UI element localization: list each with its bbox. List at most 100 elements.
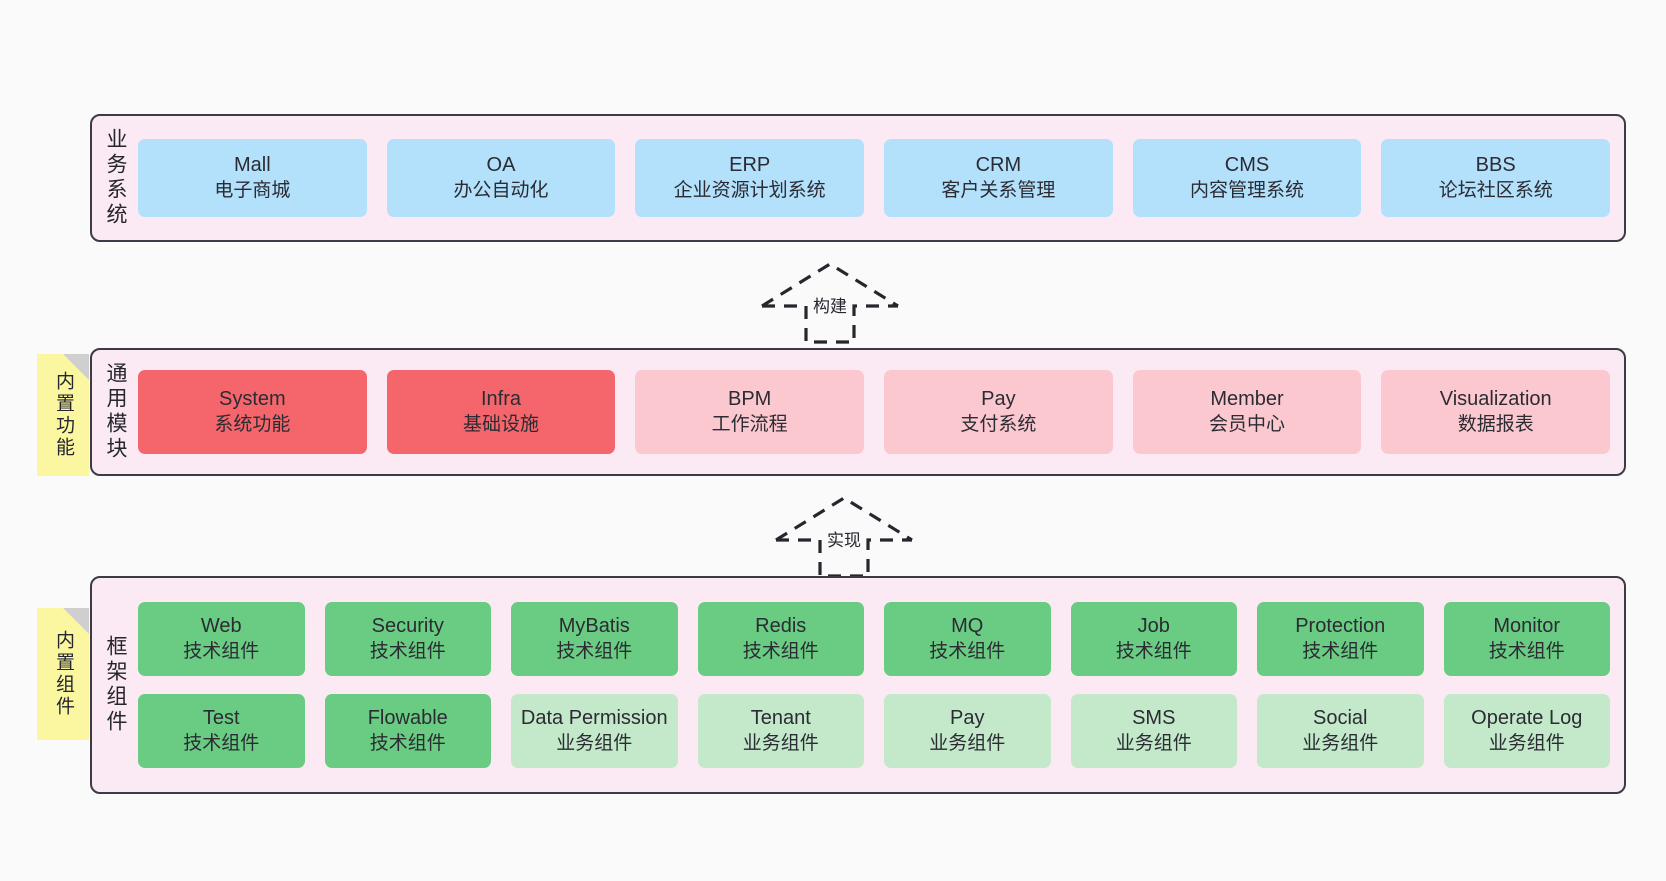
card-sms-title: SMS — [1132, 707, 1176, 730]
card-monitor[interactable]: Monitor 技术组件 — [1443, 602, 1610, 676]
card-crm-title: CRM — [975, 154, 1022, 177]
card-erp[interactable]: ERP 企业资源计划系统 — [635, 139, 865, 217]
card-social-title: Social — [1313, 707, 1368, 730]
card-operate-log[interactable]: Operate Log 业务组件 — [1443, 694, 1610, 768]
card-protection-title: Protection — [1295, 615, 1386, 638]
card-sms-desc: 业务组件 — [1115, 732, 1192, 754]
section-business-label-text: 业务系统 — [104, 128, 128, 228]
note-builtin-functions: 内置功能 — [37, 354, 89, 476]
card-monitor-title: Monitor — [1493, 615, 1561, 638]
card-visualization-desc: 数据报表 — [1457, 413, 1534, 435]
card-data-permission[interactable]: Data Permission 业务组件 — [511, 694, 678, 768]
card-test-title: Test — [202, 707, 240, 730]
section-modules-body: System 系统功能 Infra 基础设施 BPM 工作流程 Pay 支付系统… — [138, 350, 1624, 474]
card-infra[interactable]: Infra 基础设施 — [386, 370, 616, 454]
card-bpm[interactable]: BPM 工作流程 — [635, 370, 865, 454]
card-member-desc: 会员中心 — [1209, 413, 1286, 435]
arrow-head-outline — [775, 496, 913, 542]
note-fold-corner-icon — [63, 608, 89, 634]
card-mall-desc: 电子商城 — [214, 179, 291, 201]
card-pay-module-title: Pay — [981, 388, 1016, 411]
card-mybatis[interactable]: MyBatis 技术组件 — [511, 602, 678, 676]
card-protection[interactable]: Protection 技术组件 — [1257, 602, 1424, 676]
connector-build-label: 构建 — [811, 292, 849, 317]
card-web[interactable]: Web 技术组件 — [138, 602, 305, 676]
card-security-title: Security — [371, 615, 444, 638]
card-erp-desc: 企业资源计划系统 — [673, 179, 826, 201]
section-modules-label-text: 通用模块 — [104, 362, 128, 462]
framework-row-1: Web 技术组件 Security 技术组件 MyBatis 技术组件 Redi… — [138, 602, 1610, 676]
card-security[interactable]: Security 技术组件 — [324, 602, 491, 676]
section-framework-label-text: 框架组件 — [104, 635, 128, 735]
modules-card-row: System 系统功能 Infra 基础设施 BPM 工作流程 Pay 支付系统… — [138, 370, 1611, 454]
card-mall-title: Mall — [234, 154, 271, 177]
card-test[interactable]: Test 技术组件 — [138, 694, 305, 768]
card-system-title: System — [218, 388, 286, 411]
card-crm[interactable]: CRM 客户关系管理 — [884, 139, 1113, 217]
card-flowable-desc: 技术组件 — [369, 732, 446, 754]
card-bbs-desc: 论坛社区系统 — [1438, 179, 1553, 201]
connector-implement: 实现 — [774, 496, 914, 578]
card-job[interactable]: Job 技术组件 — [1070, 602, 1237, 676]
connector-build: 构建 — [760, 262, 900, 344]
card-member[interactable]: Member 会员中心 — [1132, 370, 1362, 454]
card-mall[interactable]: Mall 电子商城 — [138, 139, 367, 217]
card-tenant-desc: 业务组件 — [742, 732, 819, 754]
card-pay-module[interactable]: Pay 支付系统 — [884, 370, 1113, 454]
card-job-title: Job — [1137, 615, 1170, 638]
card-mq[interactable]: MQ 技术组件 — [884, 602, 1051, 676]
card-bpm-title: BPM — [728, 388, 772, 411]
card-mq-title: MQ — [951, 615, 984, 638]
card-data-permission-desc: 业务组件 — [556, 732, 633, 754]
card-bpm-desc: 工作流程 — [711, 413, 788, 435]
card-visualization[interactable]: Visualization 数据报表 — [1381, 370, 1611, 454]
card-mq-desc: 技术组件 — [929, 640, 1006, 662]
card-pay-component-desc: 业务组件 — [929, 732, 1006, 754]
card-oa-title: OA — [486, 154, 516, 177]
card-monitor-desc: 技术组件 — [1488, 640, 1565, 662]
card-tenant-title: Tenant — [750, 707, 811, 730]
note-builtin-functions-text: 内置功能 — [52, 371, 74, 459]
section-modules-label: 通用模块 — [92, 350, 138, 474]
card-oa[interactable]: OA 办公自动化 — [386, 139, 616, 217]
card-oa-desc: 办公自动化 — [453, 179, 549, 201]
section-business-systems: 业务系统 Mall 电子商城 OA 办公自动化 ERP 企业资源计划系统 CRM — [90, 114, 1626, 242]
card-infra-title: Infra — [480, 388, 522, 411]
card-flowable-title: Flowable — [367, 707, 448, 730]
note-builtin-components: 内置组件 — [37, 608, 89, 740]
card-social-desc: 业务组件 — [1302, 732, 1379, 754]
section-framework-components: 框架组件 Web 技术组件 Security 技术组件 MyBatis 技术组件… — [90, 576, 1626, 794]
card-test-desc: 技术组件 — [183, 732, 260, 754]
card-system-desc: 系统功能 — [214, 413, 291, 435]
card-mybatis-desc: 技术组件 — [556, 640, 633, 662]
card-pay-module-desc: 支付系统 — [960, 413, 1037, 435]
framework-row-2: Test 技术组件 Flowable 技术组件 Data Permission … — [138, 694, 1610, 768]
card-job-desc: 技术组件 — [1115, 640, 1192, 662]
card-cms-title: CMS — [1224, 154, 1270, 177]
card-pay-component-title: Pay — [950, 707, 985, 730]
card-tenant[interactable]: Tenant 业务组件 — [697, 694, 864, 768]
card-mybatis-title: MyBatis — [558, 615, 630, 638]
arrow-head-outline — [761, 262, 899, 308]
section-framework-body: Web 技术组件 Security 技术组件 MyBatis 技术组件 Redi… — [138, 578, 1624, 792]
card-security-desc: 技术组件 — [369, 640, 446, 662]
card-visualization-title: Visualization — [1439, 388, 1552, 411]
card-system[interactable]: System 系统功能 — [138, 370, 367, 454]
card-pay-component[interactable]: Pay 业务组件 — [884, 694, 1051, 768]
section-framework-label: 框架组件 — [92, 578, 138, 792]
card-operate-log-title: Operate Log — [1471, 707, 1583, 730]
card-flowable[interactable]: Flowable 技术组件 — [324, 694, 491, 768]
card-redis-desc: 技术组件 — [742, 640, 819, 662]
card-cms[interactable]: CMS 内容管理系统 — [1132, 139, 1362, 217]
card-erp-title: ERP — [729, 154, 771, 177]
card-social[interactable]: Social 业务组件 — [1257, 694, 1424, 768]
section-business-label: 业务系统 — [92, 116, 138, 240]
card-sms[interactable]: SMS 业务组件 — [1070, 694, 1237, 768]
card-web-title: Web — [200, 615, 242, 638]
card-redis[interactable]: Redis 技术组件 — [697, 602, 864, 676]
card-data-permission-title: Data Permission — [520, 707, 668, 730]
section-business-body: Mall 电子商城 OA 办公自动化 ERP 企业资源计划系统 CRM 客户关系… — [138, 116, 1624, 240]
note-builtin-components-text: 内置组件 — [52, 630, 74, 718]
card-bbs[interactable]: BBS 论坛社区系统 — [1381, 139, 1611, 217]
